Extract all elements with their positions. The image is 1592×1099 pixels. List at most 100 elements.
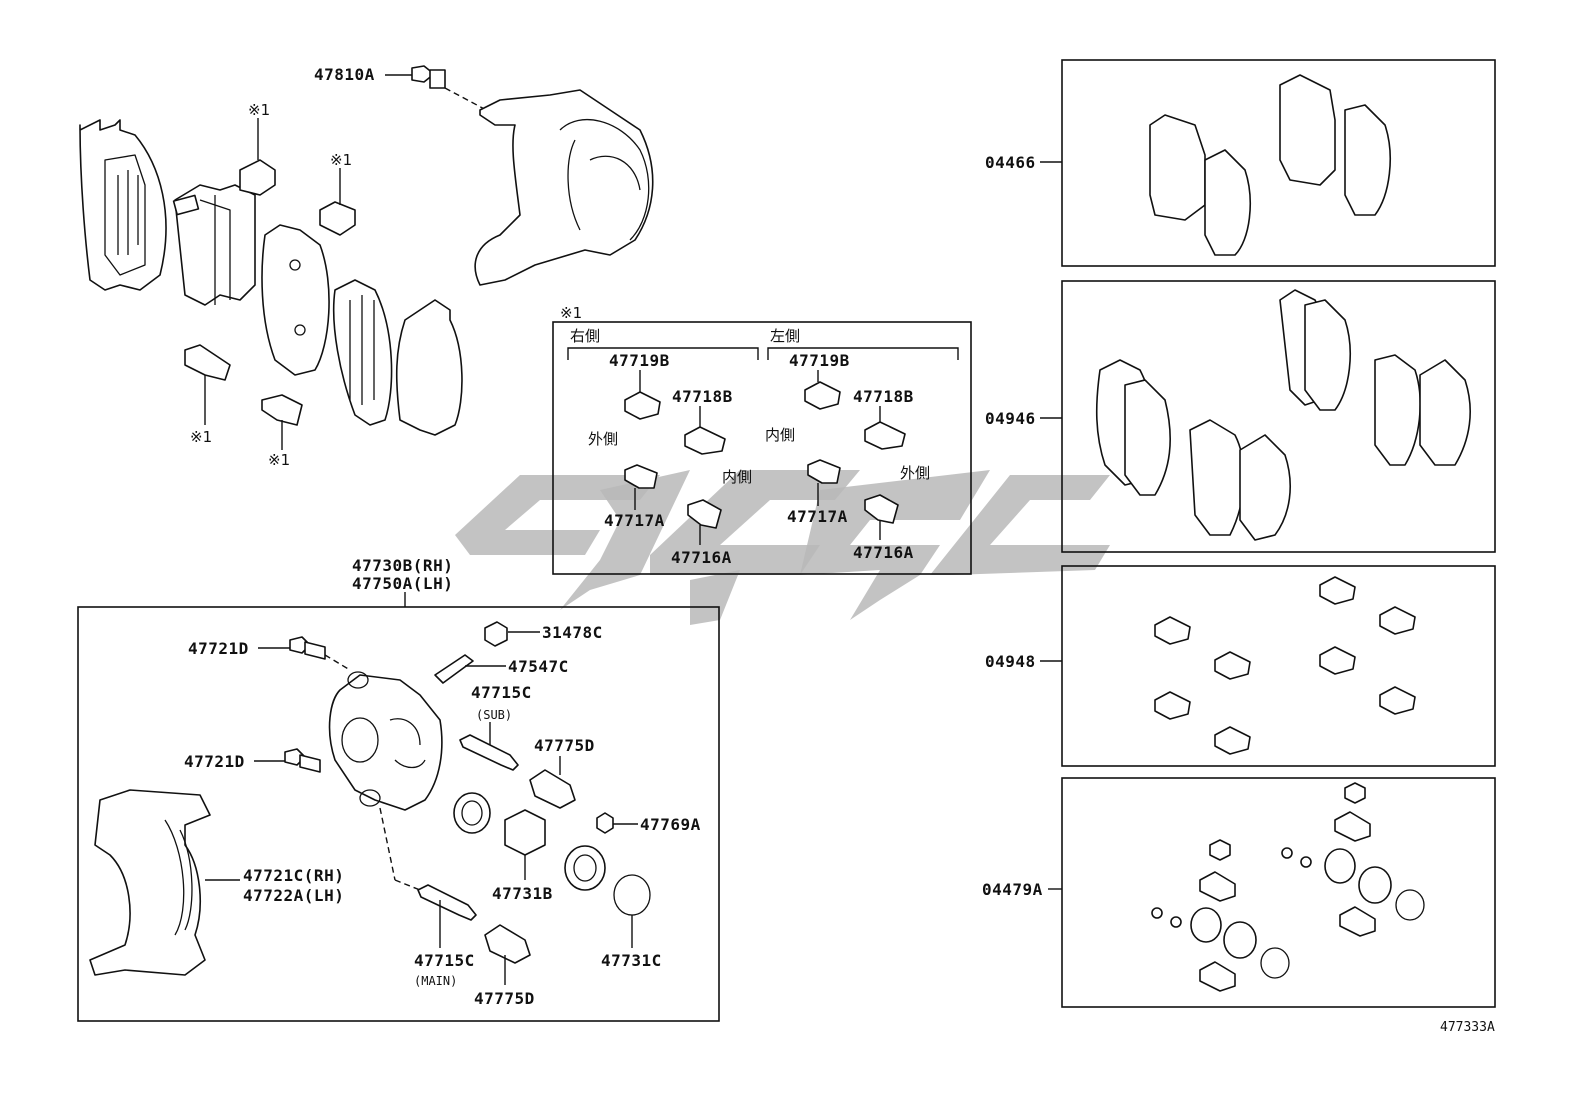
label-47722A-LH: 47722A(LH) bbox=[243, 886, 344, 905]
kit-04466: 04466 bbox=[985, 59, 1496, 267]
clip-47719B-r-icon bbox=[624, 391, 661, 420]
guide-pin-sub-icon bbox=[459, 734, 519, 771]
shim-box-marker: ※1 bbox=[560, 304, 582, 322]
marker-note-1: ※1 bbox=[248, 101, 270, 119]
kit-04948: 04948 bbox=[985, 565, 1496, 767]
kit2-shim-g-icon bbox=[1374, 354, 1421, 466]
kit4-boot-a-icon bbox=[1334, 811, 1371, 842]
label-47547C: 47547C bbox=[508, 657, 569, 676]
kit1-pad-a-icon bbox=[1149, 114, 1206, 221]
label-r-47717A: 47717A bbox=[604, 511, 665, 530]
kit2-shim-h-icon bbox=[1419, 359, 1471, 466]
marker-note-4: ※1 bbox=[268, 451, 290, 469]
label-47731C: 47731C bbox=[601, 951, 662, 970]
kit4-cap-icon bbox=[1344, 782, 1366, 804]
reference-code: 477333A bbox=[1440, 1020, 1495, 1035]
clip-3-icon bbox=[184, 344, 231, 381]
marker-note-2: ※1 bbox=[330, 151, 352, 169]
kit2-shim-f-icon bbox=[1239, 434, 1291, 541]
clip-2-icon bbox=[319, 201, 356, 236]
label-r-47716A: 47716A bbox=[671, 548, 732, 567]
note-main: (MAIN) bbox=[414, 974, 457, 988]
kit2-shim-b-icon bbox=[1124, 379, 1171, 496]
kit3-clip-g-icon bbox=[1319, 646, 1356, 675]
label-47769A: 47769A bbox=[640, 815, 701, 834]
label-47721D-lower: 47721D bbox=[184, 752, 245, 771]
brake-pad-3-icon bbox=[395, 299, 463, 436]
kit4-seal-b-icon bbox=[1190, 907, 1222, 943]
label-inner-r: 内側 bbox=[722, 468, 752, 486]
pad-assembly-top: ※1 ※1 ※1 ※1 bbox=[79, 101, 463, 469]
note-sub: (SUB) bbox=[476, 708, 512, 722]
kit4-boot-b-icon bbox=[1358, 866, 1392, 904]
clip-1-icon bbox=[239, 159, 276, 196]
kit-04946: 04946 bbox=[985, 280, 1496, 553]
label-47775D-upper: 47775D bbox=[534, 736, 595, 755]
label-kit-04466: 04466 bbox=[985, 153, 1036, 172]
kit4-seal-a-icon bbox=[1324, 848, 1356, 884]
snap-ring-icon bbox=[613, 874, 651, 916]
label-kit-04479A: 04479A bbox=[982, 880, 1043, 899]
cap-icon bbox=[484, 621, 508, 647]
kit1-pad-d-icon bbox=[1344, 104, 1391, 216]
clip-47718B-l-icon bbox=[864, 421, 906, 450]
kit1-pad-b-icon bbox=[1204, 149, 1251, 256]
label-left-side: 左側 bbox=[770, 327, 800, 345]
label-kit-04946: 04946 bbox=[985, 409, 1036, 428]
label-l-47719B: 47719B bbox=[789, 351, 850, 370]
guide-pin-main-icon bbox=[417, 884, 477, 921]
label-47775D-lower: 47775D bbox=[474, 989, 535, 1008]
kit2-shim-d-icon bbox=[1304, 299, 1351, 411]
caliper-housing-icon bbox=[328, 674, 443, 811]
label-47730B-RH: 47730B(RH) bbox=[352, 556, 453, 575]
shim-detail-box: ※1 右側 左側 47719B 47719B 47718B 47718B 外側 … bbox=[552, 304, 972, 575]
kit4-boot-e-icon bbox=[1223, 921, 1257, 959]
marker-note-3: ※1 bbox=[190, 428, 212, 446]
kit4-boot-c-icon bbox=[1199, 871, 1236, 902]
kit3-clip-b-icon bbox=[1214, 651, 1251, 680]
label-47715C-main: 47715C bbox=[414, 951, 475, 970]
caliper-icon bbox=[474, 89, 654, 286]
kit3-clip-f-icon bbox=[1379, 606, 1416, 635]
boot-upper-icon bbox=[529, 769, 576, 809]
kit3-clip-h-icon bbox=[1379, 686, 1416, 715]
kit3-clip-a-icon bbox=[1154, 616, 1191, 645]
clip-47716A-l-icon bbox=[864, 494, 899, 524]
label-r-47718B: 47718B bbox=[672, 387, 733, 406]
kit4-boot-f-icon bbox=[1199, 961, 1236, 992]
label-l-47716A: 47716A bbox=[853, 543, 914, 562]
kit3-clip-c-icon bbox=[1154, 691, 1191, 720]
boot-lower-icon bbox=[484, 924, 531, 964]
seal-ring-icon bbox=[453, 792, 491, 834]
label-31478C: 31478C bbox=[542, 623, 603, 642]
piston-icon bbox=[504, 809, 546, 856]
label-47810A: 47810A bbox=[314, 65, 375, 84]
kit1-pad-c-icon bbox=[1279, 74, 1336, 186]
kit4-ring-b-icon bbox=[1260, 947, 1290, 979]
bleeder-icon bbox=[434, 654, 474, 684]
kit3-clip-e-icon bbox=[1319, 576, 1356, 605]
clip-47717A-r-icon bbox=[624, 464, 658, 489]
label-47721C-RH: 47721C(RH) bbox=[243, 866, 344, 885]
label-inner-l: 内側 bbox=[765, 426, 795, 444]
kit3-clip-d-icon bbox=[1214, 726, 1251, 755]
caliper-assembly-box: 47730B(RH) 47750A(LH) 47721D 47721D 3147… bbox=[77, 556, 720, 1022]
label-l-47718B: 47718B bbox=[853, 387, 914, 406]
clip-47719B-l-icon bbox=[804, 381, 841, 410]
label-r-47719B: 47719B bbox=[609, 351, 670, 370]
kit2-shim-e-icon bbox=[1189, 419, 1245, 536]
label-right-side: 右側 bbox=[570, 327, 600, 345]
label-l-47717A: 47717A bbox=[787, 507, 848, 526]
brake-pad-2-icon bbox=[261, 224, 330, 376]
clip-47718B-r-icon bbox=[684, 426, 726, 455]
label-kit-04948: 04948 bbox=[985, 652, 1036, 671]
clip-4-icon bbox=[261, 394, 303, 426]
label-47731B: 47731B bbox=[492, 884, 553, 903]
label-outer-l: 外側 bbox=[900, 464, 930, 482]
kit4-boot-d-icon bbox=[1339, 906, 1376, 937]
piston-boot-icon bbox=[564, 845, 606, 891]
kit-04479A: 04479A bbox=[982, 777, 1496, 1008]
bolt-top-icon bbox=[411, 65, 435, 83]
label-47750A-LH: 47750A(LH) bbox=[352, 574, 453, 593]
label-outer-r: 外側 bbox=[588, 430, 618, 448]
